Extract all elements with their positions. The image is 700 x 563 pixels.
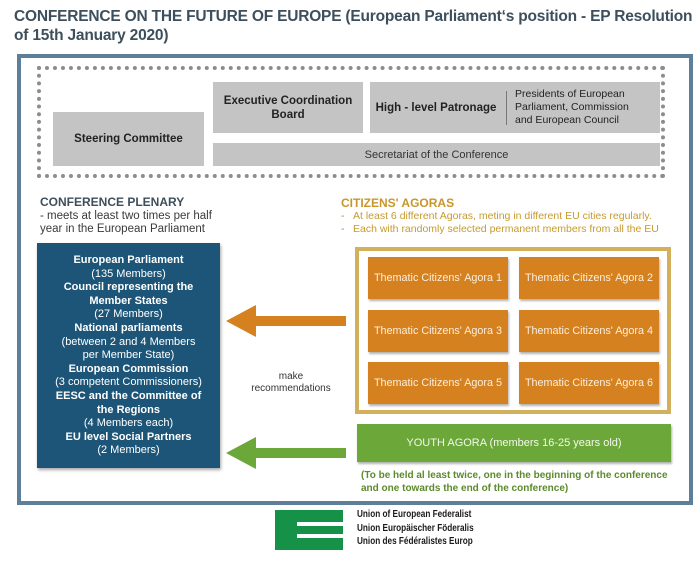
page-title: CONFERENCE ON THE FUTURE OF EUROPE (Euro… <box>14 7 694 45</box>
logo-line: Union des Fédéralistes Europ <box>357 536 473 547</box>
member-detail: (between 2 and 4 Members per Member Stat… <box>61 335 196 362</box>
agora-label: Thematic Citizens' Agora 6 <box>524 377 654 389</box>
make-recommendations-label: make recommendations <box>236 371 346 395</box>
member-detail: (3 competent Commissioners) <box>55 376 202 389</box>
plenary-header: CONFERENCE PLENARY - meets at least two … <box>40 195 240 237</box>
secretariat-label: Secretariat of the Conference <box>364 148 509 161</box>
secretariat-box: Secretariat of the Conference <box>213 143 660 166</box>
logo-line: Union of European Federalist <box>357 509 472 520</box>
agora-tile-6: Thematic Citizens' Agora 6 <box>519 362 659 404</box>
patronage-box: High - level Patronage Presidents of Eur… <box>370 82 660 133</box>
executive-board-label: Executive Coordination Board <box>223 94 353 121</box>
uef-logo-text: Union of European Federalist Union Europ… <box>357 508 474 549</box>
connector-text: make recommendations <box>251 371 331 394</box>
youth-agora-label: YOUTH AGORA (members 16-25 years old) <box>406 437 622 449</box>
agora-tile-5: Thematic Citizens' Agora 5 <box>368 362 508 404</box>
agora-label: Thematic Citizens' Agora 5 <box>373 377 503 389</box>
green-arrow-left-icon <box>226 437 346 469</box>
member-name: Council representing the Member States <box>63 281 194 307</box>
member-name: EU level Social Partners <box>65 430 192 443</box>
member-detail: (135 Members) <box>91 267 166 280</box>
title-subtitle: (European Parliament‘s position - EP Res… <box>14 8 693 44</box>
agora-tile-2: Thematic Citizens' Agora 2 <box>519 257 659 299</box>
agora-label: Thematic Citizens' Agora 2 <box>524 272 654 284</box>
agora-label: Thematic Citizens' Agora 1 <box>373 272 503 284</box>
agoras-header: CITIZENS' AGORAS - At least 6 different … <box>341 196 691 235</box>
member-name: National parliaments <box>74 321 183 334</box>
youth-agora-note: (To be held al least twice, one in the b… <box>361 470 668 494</box>
steering-committee-label: Steering Committee <box>74 133 183 145</box>
member-name: EESC and the Committee of the Regions <box>55 389 202 416</box>
bullet-dash: - <box>341 210 345 222</box>
plenary-title: CONFERENCE PLENARY <box>40 195 185 209</box>
executive-board-box: Executive Coordination Board <box>213 82 363 133</box>
member-name: European Commission <box>68 362 189 375</box>
logo-line: Union Europäischer Föderalis <box>357 522 474 534</box>
member-detail: (4 Members each) <box>83 417 174 430</box>
agora-tile-3: Thematic Citizens' Agora 3 <box>368 310 508 352</box>
patronage-divider <box>506 90 507 125</box>
patronage-label: High - level Patronage <box>375 101 497 114</box>
governance-group <box>37 66 665 178</box>
member-detail: (2 Members) <box>97 444 160 457</box>
title-main: CONFERENCE ON THE FUTURE OF EUROPE <box>14 8 342 25</box>
agora-label: Thematic Citizens' Agora 3 <box>373 325 503 337</box>
agoras-group <box>355 247 671 414</box>
orange-arrow-left-icon <box>226 305 346 337</box>
agoras-bullet: - At least 6 different Agoras, meting in… <box>341 210 691 223</box>
agora-tile-1: Thematic Citizens' Agora 1 <box>368 257 508 299</box>
member-name: European Parliament <box>73 254 184 266</box>
plenary-subtitle: - meets at least two times per half year… <box>40 209 212 236</box>
patronage-members: Presidents of European Parliament, Commi… <box>515 88 629 126</box>
youth-agora-box: YOUTH AGORA (members 16-25 years old) <box>357 424 671 462</box>
agoras-bullet-text: Each with randomly selected permanent me… <box>353 222 659 235</box>
uef-logo: Union of European Federalist Union Europ… <box>275 508 474 554</box>
plenary-members-box: European Parliament (135 Members) Counci… <box>37 243 220 468</box>
member-detail: (27 Members) <box>94 308 163 321</box>
agoras-title: CITIZENS' AGORAS <box>341 196 455 210</box>
agora-tile-4: Thematic Citizens' Agora 4 <box>519 310 659 352</box>
bullet-dash: - <box>341 222 345 235</box>
agoras-bullet: - Each with randomly selected permanent … <box>341 223 691 236</box>
steering-committee-box: Steering Committee <box>53 112 204 166</box>
uef-e-logo-icon <box>275 510 343 550</box>
agora-label: Thematic Citizens' Agora 4 <box>524 325 654 337</box>
agoras-bullet-text: At least 6 different Agoras, meting in d… <box>353 210 652 222</box>
